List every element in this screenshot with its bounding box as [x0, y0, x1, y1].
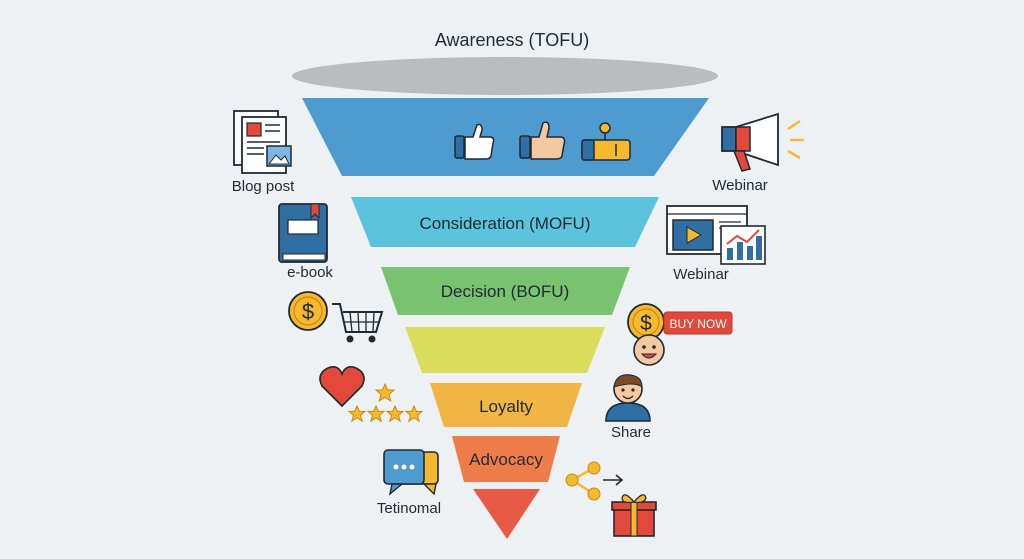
- buy-now-label: BUY NOW: [669, 317, 727, 331]
- megaphone-icon: [581, 122, 631, 161]
- buy-now-button: BUY NOW: [663, 311, 733, 335]
- blog-post-icon: [233, 110, 292, 174]
- thumbs-up-icon: [519, 121, 566, 160]
- label-webinar-mid: Webinar: [673, 266, 729, 283]
- megaphone-icon: [721, 112, 804, 172]
- stage-label-decision: Decision (BOFU): [441, 282, 569, 301]
- person-icon: [605, 374, 651, 422]
- stage-conversion: [405, 327, 605, 373]
- stage-tip: [473, 489, 540, 539]
- label-blog-post: Blog post: [231, 178, 295, 195]
- funnel-top-disc: [292, 57, 718, 95]
- webinar-video-icon: [666, 205, 766, 265]
- share-icon: [565, 461, 601, 501]
- star-icon: [347, 382, 424, 423]
- label-share: Share: [610, 424, 652, 441]
- label-testimonial: Tetinomal: [376, 500, 442, 517]
- stage-advocacy: [452, 436, 560, 482]
- shopping-cart-icon: [332, 303, 384, 343]
- stage-label-loyalty: Loyalty: [479, 397, 533, 416]
- stage-label-consideration: Consideration (MOFU): [420, 214, 591, 233]
- label-webinar-top: Webinar: [712, 177, 768, 194]
- smiling-face-icon: [633, 334, 665, 366]
- arrow-right-icon: [603, 474, 624, 486]
- heart-icon: [319, 366, 365, 408]
- ebook-icon: [278, 203, 328, 263]
- dollar-sign: $: [302, 299, 314, 324]
- label-ebook: e-book: [287, 264, 333, 281]
- stage-awareness: [302, 98, 709, 176]
- funnel-title: Awareness (TOFU): [434, 30, 590, 50]
- dollar-sign: $: [640, 312, 652, 335]
- thumbs-up-icon: [454, 123, 495, 160]
- chat-bubbles-icon: [383, 449, 439, 496]
- dollar-coin-icon: $: [288, 291, 328, 331]
- stage-decision: [381, 267, 630, 315]
- gift-icon: [611, 494, 657, 537]
- stage-loyalty: [430, 383, 582, 427]
- stage-consideration: [351, 197, 659, 247]
- stage-label-advocacy: Advocacy: [469, 450, 543, 469]
